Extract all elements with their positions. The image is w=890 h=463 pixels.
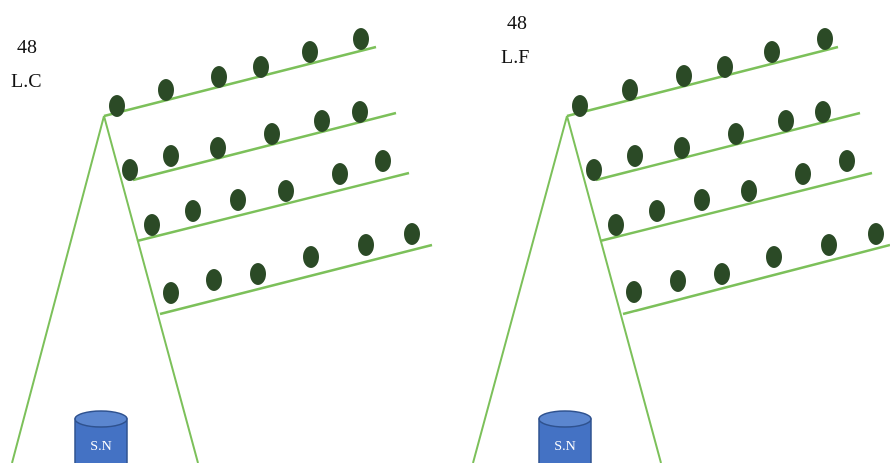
row-3-dots bbox=[608, 150, 855, 236]
leaf-dot bbox=[332, 163, 348, 185]
sn-container-label: S.N bbox=[554, 439, 575, 454]
row-line-2 bbox=[595, 111, 861, 182]
leaf-dot bbox=[795, 163, 811, 185]
row-line-4 bbox=[159, 243, 433, 316]
row-4-dots bbox=[626, 223, 884, 303]
leaf-dot bbox=[572, 95, 588, 117]
row-4-dots bbox=[163, 223, 420, 304]
row-1-dots bbox=[109, 28, 369, 117]
row-line-3 bbox=[136, 171, 410, 243]
leaf-dot bbox=[122, 159, 138, 181]
leaf-dot bbox=[250, 263, 266, 285]
leaf-dot bbox=[714, 263, 730, 285]
leaf-dot bbox=[717, 56, 733, 78]
leaf-dot bbox=[302, 41, 318, 63]
leaf-dot bbox=[778, 110, 794, 132]
leaf-dot bbox=[163, 282, 179, 304]
row-2-dots bbox=[586, 101, 831, 181]
leaf-dot bbox=[352, 101, 368, 123]
leaf-dot bbox=[670, 270, 686, 292]
row-line-1 bbox=[103, 45, 377, 118]
row-3-dots bbox=[144, 150, 391, 236]
leaf-dot bbox=[868, 223, 884, 245]
leaf-dot bbox=[764, 41, 780, 63]
leaf-dot bbox=[206, 269, 222, 291]
leaf-dot bbox=[586, 159, 602, 181]
panel-left-number: 48 bbox=[17, 36, 37, 58]
leaf-dot bbox=[358, 234, 374, 256]
frame-right-leg bbox=[566, 115, 662, 463]
leaf-dot bbox=[109, 95, 125, 117]
leaf-dot bbox=[158, 79, 174, 101]
leaf-dot bbox=[375, 150, 391, 172]
row-1-dots bbox=[572, 28, 833, 117]
leaf-dot bbox=[626, 281, 642, 303]
leaf-dot bbox=[694, 189, 710, 211]
panel-left-code: L.C bbox=[11, 70, 42, 92]
frame-left-leg bbox=[11, 115, 105, 463]
sn-container: S.N bbox=[74, 410, 128, 463]
leaf-dot bbox=[608, 214, 624, 236]
leaf-dot bbox=[185, 200, 201, 222]
panel-right-code: L.F bbox=[501, 46, 530, 68]
leaf-dot bbox=[766, 246, 782, 268]
panel-left: S.N bbox=[11, 28, 433, 463]
leaf-dot bbox=[676, 65, 692, 87]
leaf-dot bbox=[353, 28, 369, 50]
leaf-dot bbox=[817, 28, 833, 50]
leaf-dot bbox=[314, 110, 330, 132]
leaf-dot bbox=[728, 123, 744, 145]
frame-left-leg bbox=[472, 115, 568, 463]
panel-right-number: 48 bbox=[507, 12, 527, 34]
panel-right: S.N bbox=[472, 28, 890, 463]
leaf-dot bbox=[253, 56, 269, 78]
row-line-4 bbox=[622, 243, 890, 316]
leaf-dot bbox=[649, 200, 665, 222]
leaf-dot bbox=[230, 189, 246, 211]
leaf-dot bbox=[278, 180, 294, 202]
row-line-1 bbox=[566, 45, 839, 118]
leaf-dot bbox=[839, 150, 855, 172]
leaf-dot bbox=[210, 137, 226, 159]
sn-container: S.N bbox=[538, 410, 592, 463]
leaf-dot bbox=[674, 137, 690, 159]
frame-right-leg bbox=[103, 115, 199, 463]
row-2-dots bbox=[122, 101, 368, 181]
row-line-3 bbox=[599, 171, 873, 243]
leaf-dot bbox=[627, 145, 643, 167]
leaf-dot bbox=[622, 79, 638, 101]
leaf-dot bbox=[163, 145, 179, 167]
leaf-dot bbox=[264, 123, 280, 145]
leaf-dot bbox=[815, 101, 831, 123]
leaf-dot bbox=[821, 234, 837, 256]
leaf-dot bbox=[211, 66, 227, 88]
leaf-dot bbox=[741, 180, 757, 202]
sn-container-top bbox=[538, 410, 592, 428]
leaf-dot bbox=[303, 246, 319, 268]
sn-container-label: S.N bbox=[90, 439, 111, 454]
leaf-dot bbox=[404, 223, 420, 245]
sn-container-top bbox=[74, 410, 128, 428]
row-line-2 bbox=[132, 111, 397, 182]
leaf-dot bbox=[144, 214, 160, 236]
